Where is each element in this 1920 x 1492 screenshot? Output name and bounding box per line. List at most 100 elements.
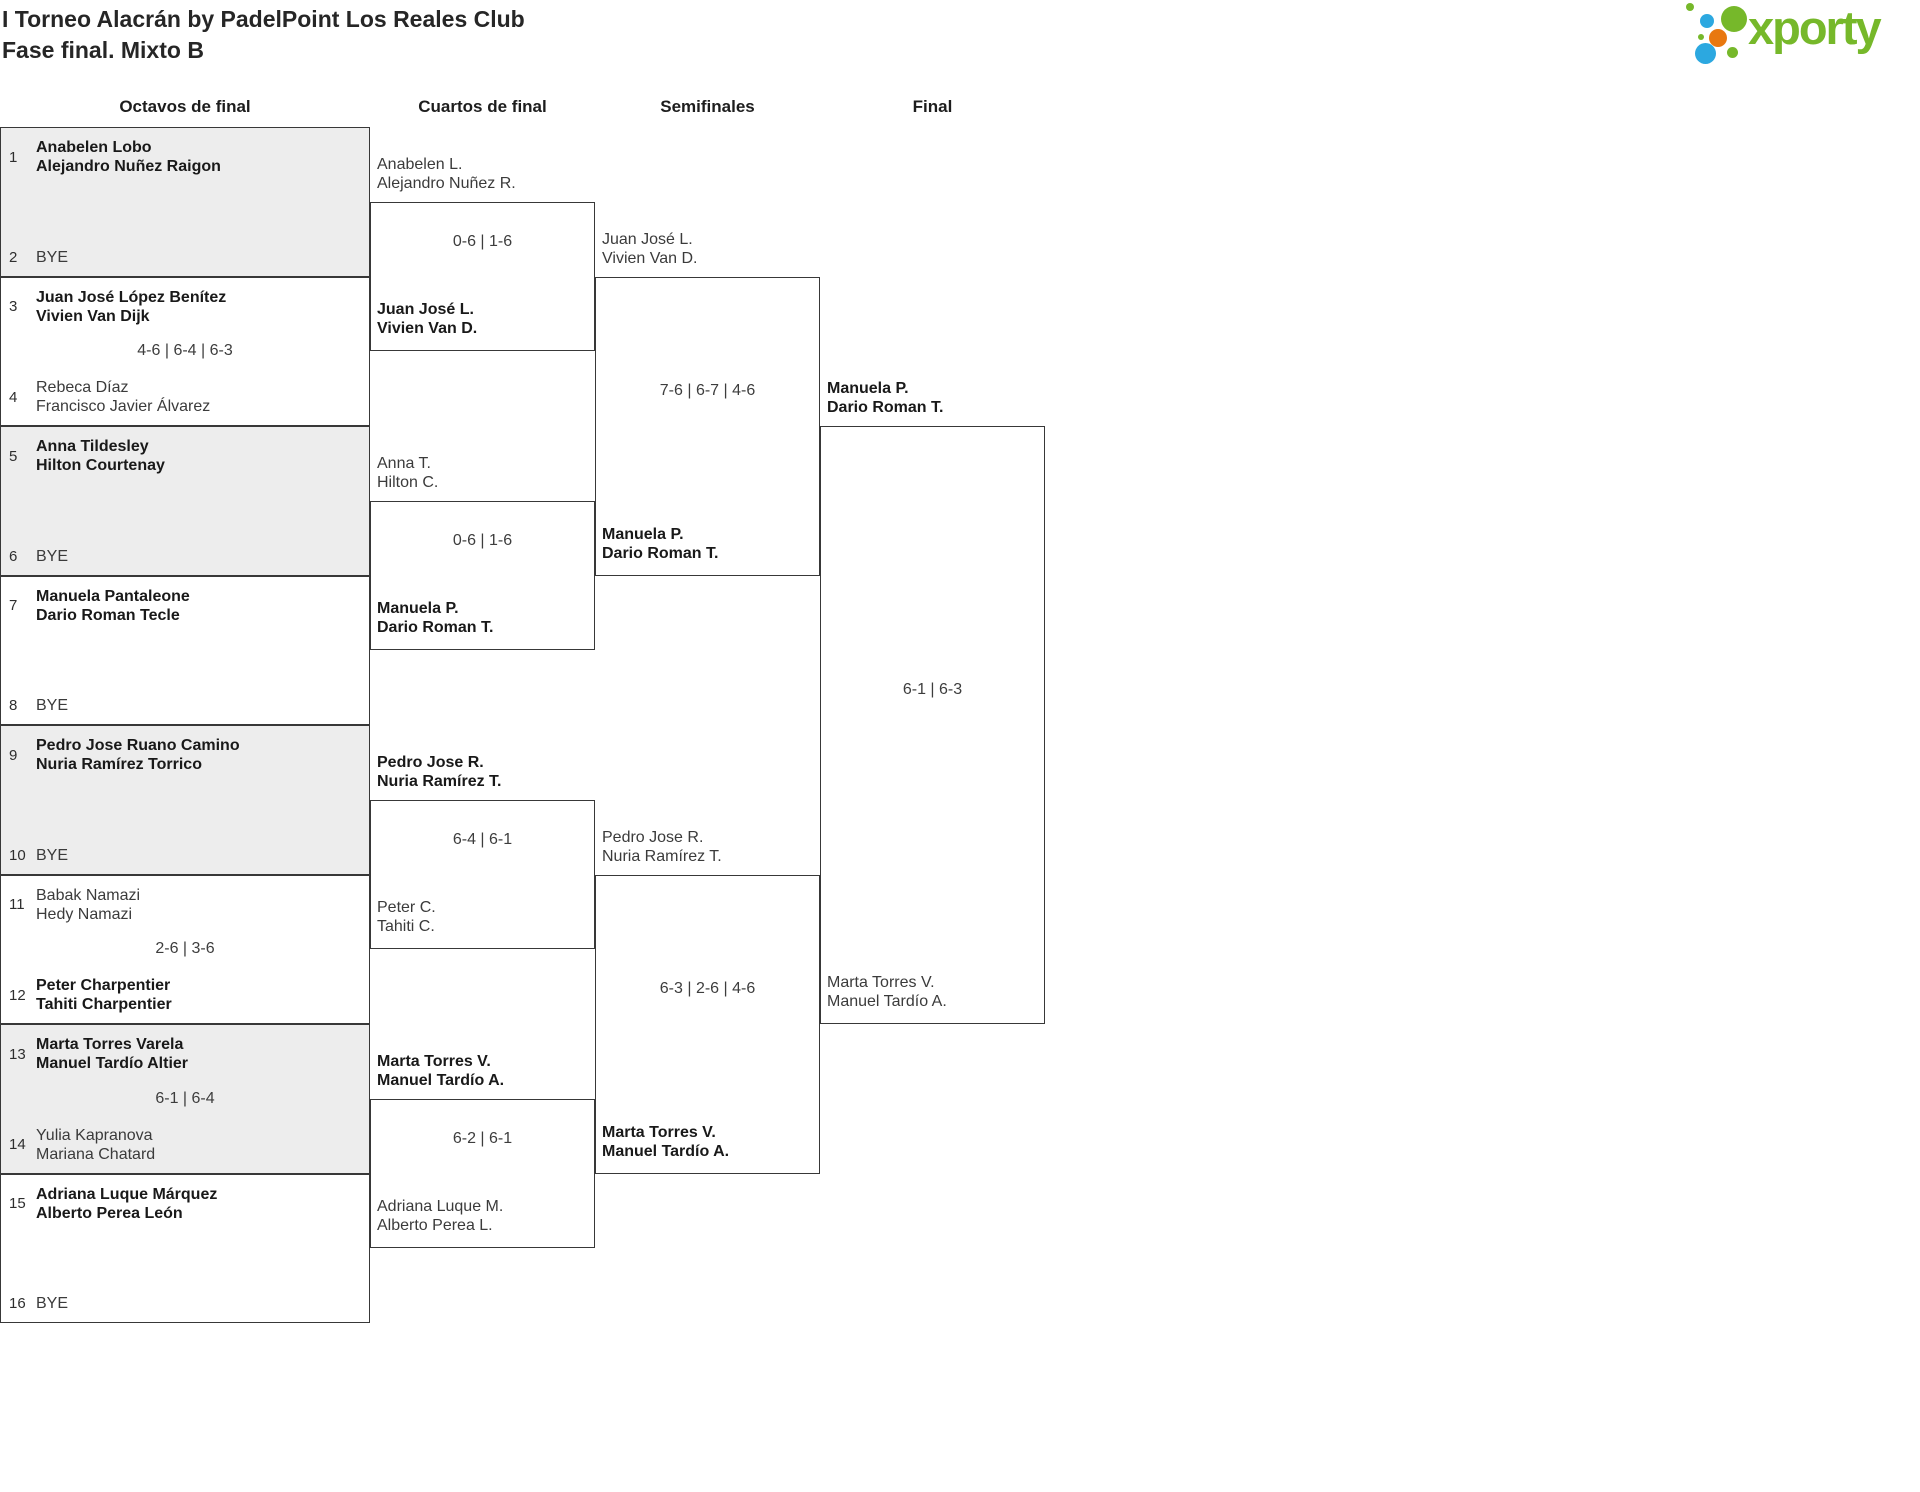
- logo-dot-icon: [1700, 14, 1714, 28]
- team-name-line: Adriana Luque M.: [377, 1198, 504, 1216]
- team-name-line: Manuela P.: [377, 600, 459, 618]
- match-score: 6-3 | 2-6 | 4-6: [659, 980, 756, 997]
- team-name-line: Peter Charpentier: [36, 977, 171, 994]
- team-names: Adriana Luque Márquez Alberto Perea León: [36, 1185, 217, 1223]
- logo-dot-icon: [1686, 3, 1694, 11]
- team-name-line: Marta Torres V.: [602, 1123, 716, 1141]
- cuartos-match-1: Anabelen L. Alejandro Nuñez R. 0-6 | 1-6…: [370, 156, 595, 352]
- team-name-line: Francisco Javier Álvarez: [36, 398, 211, 415]
- team-name-line: Mariana Chatard: [36, 1145, 156, 1163]
- team-name-line: Marta Torres Varela: [36, 1036, 184, 1053]
- team-names: Adriana Luque M. Alberto Perea L.: [377, 1197, 503, 1235]
- team-name-line: Pedro Jose R.: [602, 828, 704, 846]
- team-names: Juan José L. Vivien Van D.: [602, 230, 697, 268]
- bracket-slot: 3 Juan José López Benítez Vivien Van Dij…: [1, 278, 369, 326]
- seed-number: 2: [9, 248, 18, 266]
- team-name-line: BYE: [36, 1295, 69, 1312]
- team-name-line: Manuel Tardío Altier: [36, 1055, 189, 1072]
- team-name-line: Vivien Van D.: [602, 249, 698, 267]
- team-name-line: Manuela P.: [602, 525, 684, 543]
- team-name-line: Hilton C.: [377, 473, 439, 491]
- team-name-line: Dario Roman T.: [377, 619, 494, 637]
- team-names: Marta Torres V. Manuel Tardío A.: [827, 973, 947, 1011]
- team-names: Pedro Jose R. Nuria Ramírez T.: [602, 828, 722, 866]
- team-name-line: Nuria Ramírez Torrico: [36, 756, 202, 773]
- xporty-logo[interactable]: xporty: [1686, 0, 1920, 85]
- bracket-slot: 16 BYE: [1, 1294, 369, 1322]
- bracket-slot: 2 BYE: [1, 248, 369, 276]
- team-name-line: Dario Roman Tecle: [36, 606, 180, 624]
- bracket-slot: 1 Anabelen Lobo Alejandro Nuñez Raigon: [1, 128, 369, 176]
- logo-wordmark: xporty: [1748, 1, 1882, 54]
- team-names: Peter C. Tahiti C.: [377, 898, 436, 936]
- team-name-line: Dario Roman T.: [602, 544, 719, 562]
- team-name-line: Adriana Luque Márquez: [36, 1185, 218, 1203]
- team-name-line: Peter C.: [377, 899, 436, 917]
- seed-number: 11: [9, 896, 25, 913]
- team-names: BYE: [36, 696, 68, 715]
- team-names: Manuela Pantaleone Dario Roman Tecle: [36, 587, 190, 625]
- seed-number: 4: [9, 388, 18, 406]
- match-score: 4-6 | 6-4 | 6-3: [137, 342, 233, 360]
- bracket-slot: 14 Yulia Kapranova Mariana Chatard: [1, 1126, 369, 1173]
- bracket-slot: 10 BYE: [1, 846, 369, 874]
- team-name-line: BYE: [36, 697, 69, 714]
- team-names: Pedro Jose Ruano Camino Nuria Ramírez To…: [36, 736, 240, 774]
- match-score: 2-6 | 3-6: [155, 940, 215, 958]
- bracket-slot: 11 Babak Namazi Hedy Namazi: [1, 876, 369, 924]
- phase-subtitle: Fase final. Mixto B: [2, 37, 204, 63]
- octavos-match-7: 13 Marta Torres Varela Manuel Tardío Alt…: [0, 1024, 370, 1174]
- match-score: 6-1 | 6-4: [155, 1089, 215, 1107]
- team-name-line: Anna T.: [377, 454, 431, 472]
- cuartos-match-3: Pedro Jose R. Nuria Ramírez T. 6-4 | 6-1…: [370, 754, 595, 950]
- team-names: Anna Tildesley Hilton Courtenay: [36, 437, 165, 475]
- team-name-line: Anabelen L.: [377, 155, 463, 173]
- seed-number: 5: [9, 447, 18, 465]
- semifinal-match-2: Pedro Jose R. Nuria Ramírez T. 6-3 | 2-6…: [595, 829, 820, 1174]
- bracket-slot: 9 Pedro Jose Ruano Camino Nuria Ramírez …: [1, 726, 369, 774]
- team-names: Peter Charpentier Tahiti Charpentier: [36, 976, 172, 1014]
- seed-number: 15: [9, 1195, 26, 1212]
- team-name-line: Tahiti Charpentier: [36, 996, 172, 1013]
- team-name-line: Manuela Pantaleone: [36, 587, 190, 605]
- team-name-line: Pedro Jose R.: [377, 753, 484, 771]
- team-names: BYE: [36, 846, 68, 865]
- match-score: 7-6 | 6-7 | 4-6: [659, 382, 756, 399]
- octavos-match-2: 3 Juan José López Benítez Vivien Van Dij…: [0, 276, 370, 426]
- bracket-slot: 4 Rebeca Díaz Francisco Javier Álvarez: [1, 378, 369, 425]
- team-name-line: Juan José L.: [602, 230, 693, 248]
- team-name-line: Nuria Ramírez T.: [377, 772, 502, 790]
- octavos-match-4: 7 Manuela Pantaleone Dario Roman Tecle 8…: [0, 575, 370, 725]
- team-name-line: Marta Torres V.: [377, 1052, 491, 1070]
- team-names: Manuela P. Dario Roman T.: [602, 525, 718, 563]
- seed-number: 12: [9, 986, 26, 1004]
- seed-number: 1: [9, 148, 18, 166]
- seed-number: 16: [9, 1295, 26, 1312]
- round-header-semifinales: Semifinales: [660, 97, 755, 116]
- bracket-slot: 7 Manuela Pantaleone Dario Roman Tecle: [1, 577, 369, 625]
- team-names: BYE: [36, 547, 68, 566]
- team-names: Juan José L. Vivien Van D.: [377, 300, 477, 338]
- team-name-line: Alejandro Nuñez Raigon: [36, 158, 221, 175]
- seed-number: 10: [9, 846, 26, 864]
- seed-number: 13: [9, 1045, 26, 1063]
- seed-number: 8: [9, 697, 18, 714]
- team-names: Babak Namazi Hedy Namazi: [36, 886, 140, 924]
- team-name-line: Hedy Namazi: [36, 905, 133, 923]
- team-name-line: Hilton Courtenay: [36, 457, 165, 474]
- team-name-line: BYE: [36, 547, 69, 565]
- team-names: Pedro Jose R. Nuria Ramírez T.: [377, 753, 501, 791]
- semifinal-match-1: Juan José L. Vivien Van D. 7-6 | 6-7 | 4…: [595, 231, 820, 576]
- round-header-final: Final: [912, 97, 953, 116]
- team-names: Manuela P. Dario Roman T.: [377, 599, 493, 637]
- team-names: BYE: [36, 248, 68, 267]
- cuartos-match-2: Anna T. Hilton C. 0-6 | 1-6 Manuela P. D…: [370, 455, 595, 651]
- octavos-match-8: 15 Adriana Luque Márquez Alberto Perea L…: [0, 1173, 370, 1323]
- team-names: Marta Torres V. Manuel Tardío A.: [377, 1052, 504, 1090]
- match-score: 6-2 | 6-1: [452, 1129, 513, 1147]
- team-names: Juan José López Benítez Vivien Van Dijk: [36, 288, 226, 326]
- team-name-line: Anna Tildesley: [36, 438, 149, 455]
- team-name-line: Vivien Van Dijk: [36, 307, 150, 325]
- team-names: Anabelen Lobo Alejandro Nuñez Raigon: [36, 138, 221, 176]
- page-title: I Torneo Alacrán by PadelPoint Los Reale…: [2, 4, 525, 66]
